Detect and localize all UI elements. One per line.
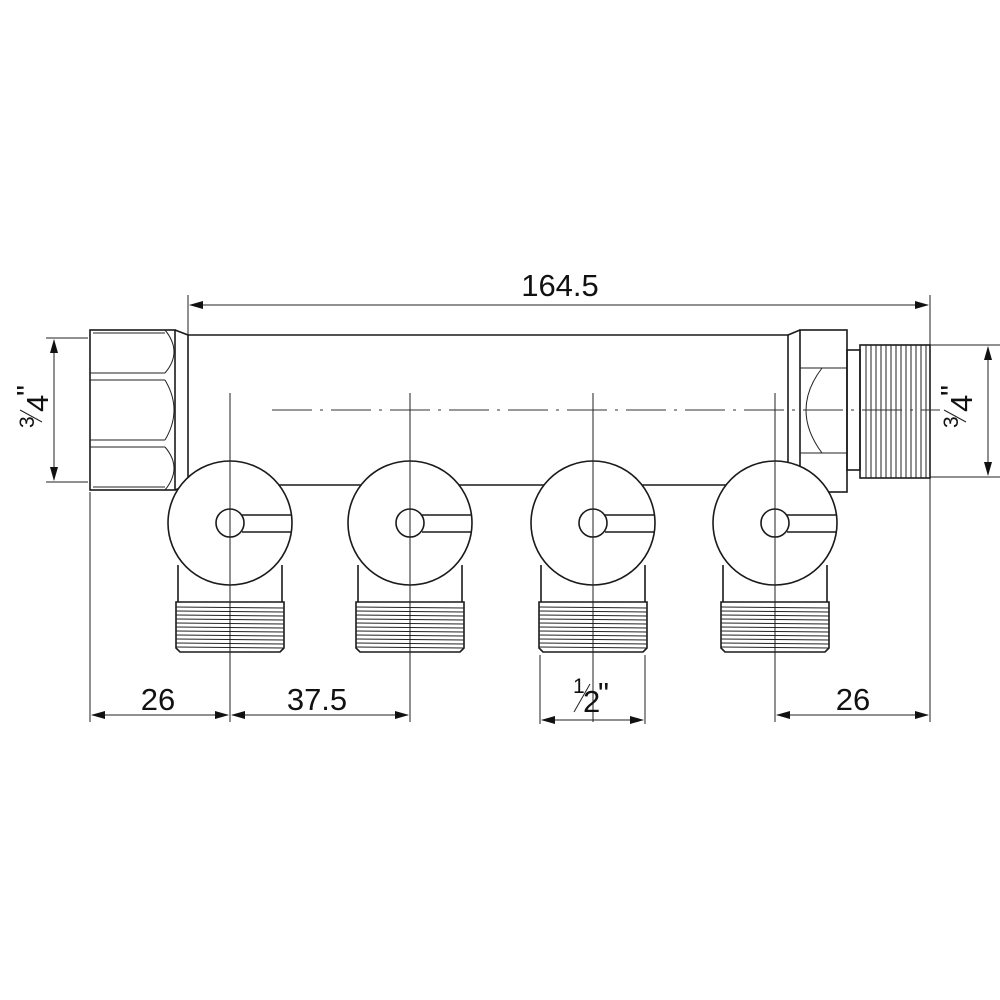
outlet-slot	[787, 514, 836, 533]
branch-outlet	[712, 393, 838, 722]
inlet-size-num: 3	[16, 416, 39, 428]
outlet-size-num: 1	[573, 675, 585, 698]
outlet-slot	[242, 514, 291, 533]
outlet-size-unit: "	[598, 676, 609, 711]
outlet-stem	[722, 565, 828, 602]
branch-outlet	[167, 393, 293, 722]
branch-outlet	[530, 393, 656, 722]
outlet-size-label: 1 2 "	[573, 675, 609, 719]
main-outlet-size-num: 3	[940, 416, 963, 428]
outlet-size-den: 2	[583, 684, 600, 719]
outlet-stem	[357, 565, 463, 602]
outlet-slot	[605, 514, 654, 533]
main-outlet-size-unit: "	[934, 385, 969, 396]
pitch-label: 37.5	[287, 682, 347, 717]
bottom-dimensions: 26 37.5 1 2 " 26	[89, 492, 929, 724]
outlet-stem	[177, 565, 283, 602]
inlet-size-den: 4	[20, 395, 55, 412]
left-hex-nut	[89, 329, 189, 491]
right-offset-label: 26	[836, 682, 870, 717]
inlet-size-unit: "	[10, 385, 45, 396]
outlet-thread	[720, 601, 830, 653]
outlet-stem	[540, 565, 646, 602]
outlet-thread	[538, 601, 648, 653]
overall-length-label: 164.5	[521, 268, 599, 303]
branch-outlet	[347, 393, 473, 722]
main-outlet-size-den: 4	[944, 395, 979, 412]
branch-outlets	[167, 393, 838, 722]
left-offset-label: 26	[141, 682, 175, 717]
manifold-body	[187, 334, 800, 486]
right-threaded-fitting	[787, 329, 931, 493]
outlet-thread	[175, 601, 285, 653]
outlet-main-size-dimension: 3 4 "	[930, 344, 1000, 478]
outlet-thread	[355, 601, 465, 653]
inlet-size-dimension: 3 4 "	[10, 337, 88, 483]
outlet-slot	[422, 514, 471, 533]
